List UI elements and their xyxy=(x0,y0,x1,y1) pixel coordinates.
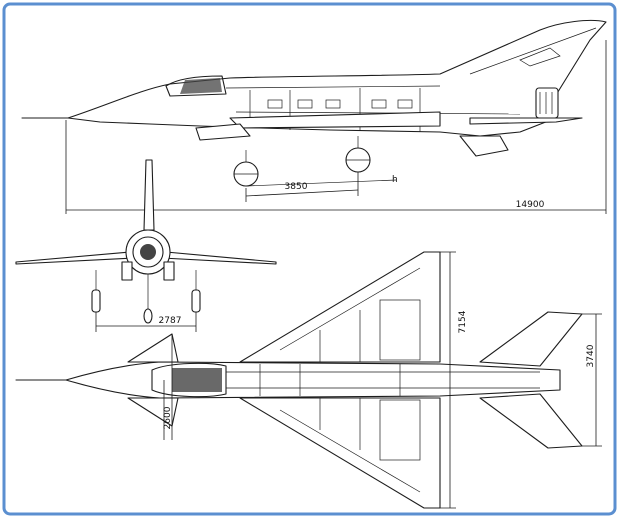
tailplane-span-dimension: 3740 xyxy=(586,344,596,367)
top-view: 7154 3740 2600 xyxy=(15,251,602,509)
length-dimension-line: 14900 xyxy=(65,40,607,214)
fuselage-width-dimension: 2600 xyxy=(163,406,173,429)
wingspan-dimension: 7154 xyxy=(458,310,468,333)
side-view: 3850 h xyxy=(21,19,607,202)
wheelbase-dimension: 3850 xyxy=(285,182,308,192)
length-dimension: 14900 xyxy=(516,200,545,210)
track-dimension: 2787 xyxy=(159,316,182,326)
svg-text:h: h xyxy=(392,175,398,185)
front-view: 2787 xyxy=(15,159,277,332)
